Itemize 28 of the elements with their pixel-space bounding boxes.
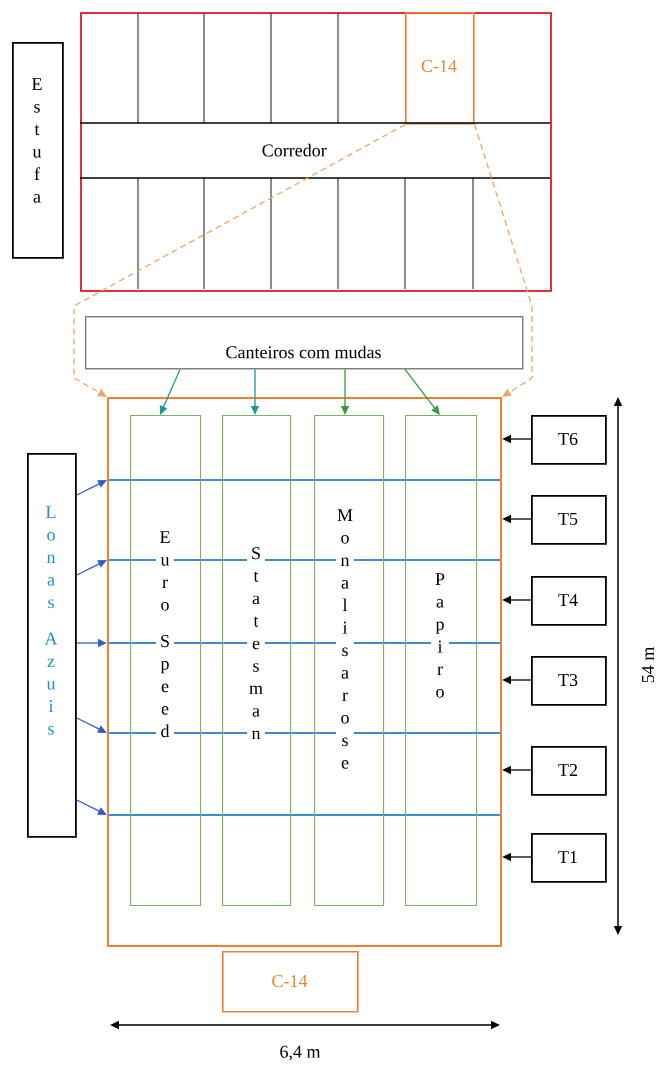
cell-box: C-14 (222, 951, 359, 1013)
arrow (473, 123, 533, 397)
arrow (159, 368, 181, 415)
planting-bed: Papiro (405, 415, 478, 907)
highlighted-cell: C-14 (405, 12, 475, 125)
seedling-bed-box: Canteiros com mudas (85, 316, 524, 370)
treatment-box: T5 (531, 495, 607, 545)
corridor-label: Corredor (262, 143, 327, 157)
arrow (76, 480, 107, 496)
dimension-label: 54 m (642, 647, 654, 683)
planting-bed: Statesman (222, 415, 292, 907)
arrow (73, 123, 406, 397)
treatment-box: T2 (531, 746, 607, 796)
arrow (76, 717, 107, 733)
greenhouse-outline (80, 12, 552, 292)
arrow (404, 368, 440, 415)
plot-outline (107, 397, 502, 947)
arrow (76, 799, 107, 815)
arrow (76, 560, 107, 576)
planting-bed: Monalisarose (314, 415, 385, 907)
tarp-box: Lonas Azuis (27, 453, 77, 838)
treatment-box: T3 (531, 656, 607, 706)
treatment-box: T1 (531, 833, 607, 883)
dimension-label: 6,4 m (280, 1045, 321, 1061)
planting-bed: Euro Speed (130, 415, 202, 907)
treatment-box: T6 (531, 415, 607, 465)
side-building-box: Estufa (12, 42, 64, 259)
treatment-box: T4 (531, 576, 607, 626)
